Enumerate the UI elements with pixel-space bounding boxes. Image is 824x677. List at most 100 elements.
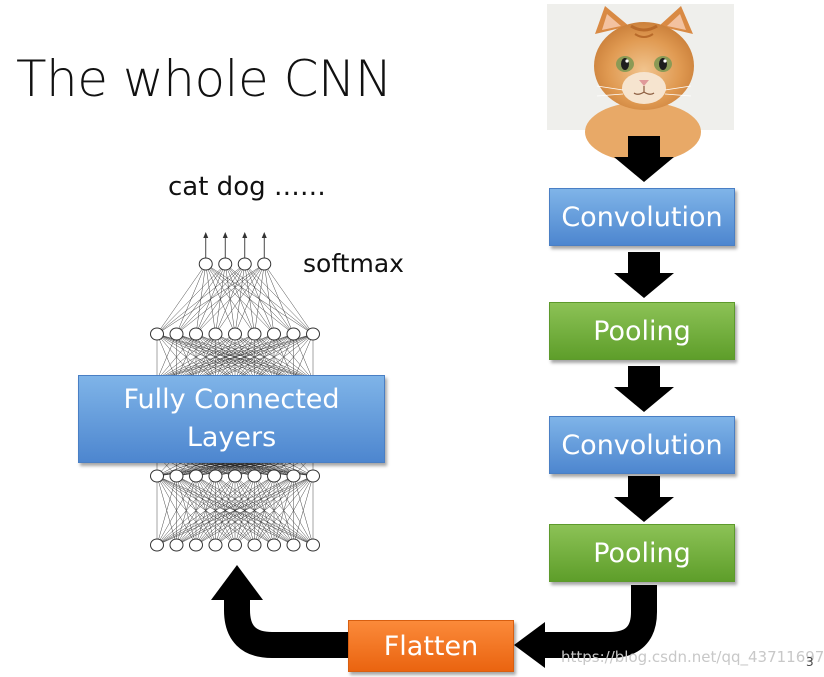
neuron (286, 327, 301, 341)
cat-illustration (547, 4, 734, 162)
neuron (189, 538, 203, 552)
connection (156, 475, 216, 546)
softmax-label: softmax (303, 249, 404, 278)
connection (156, 333, 314, 381)
neuron (228, 327, 242, 341)
connection (156, 263, 226, 335)
neuron (228, 469, 242, 483)
connection (264, 263, 294, 335)
connection (234, 475, 314, 546)
connection (293, 333, 314, 381)
neuron (247, 327, 262, 341)
neuron (189, 469, 203, 483)
connection (195, 333, 314, 381)
neuron (189, 327, 203, 341)
fc-line-1: Fully Connected (123, 384, 340, 415)
connection (156, 263, 206, 335)
pooling-step-1: Pooling (549, 302, 735, 360)
neuron (237, 257, 252, 271)
neural-network (150, 232, 320, 552)
flatten-step: Flatten (348, 620, 514, 672)
connection (156, 263, 245, 335)
arrow-down-icon (614, 252, 674, 298)
neuron (150, 327, 164, 341)
connection (156, 333, 197, 381)
connection (156, 475, 294, 546)
neuron (247, 538, 262, 552)
connection (264, 263, 275, 335)
neuron (267, 538, 281, 552)
connection (156, 333, 255, 381)
connection (156, 263, 265, 335)
neuron (208, 469, 223, 483)
neuron (198, 257, 213, 271)
connection (215, 333, 314, 381)
curve-arrow-to-network (224, 600, 348, 658)
neuron (208, 327, 223, 341)
connection (156, 333, 177, 381)
neuron (208, 538, 223, 552)
neuron (228, 538, 242, 552)
neuron (169, 327, 184, 341)
down-arrows (614, 136, 674, 522)
neuron (306, 469, 320, 483)
connection (156, 475, 275, 546)
connection (156, 475, 314, 546)
connection (195, 475, 314, 546)
neuron (257, 257, 272, 271)
neuron (267, 469, 281, 483)
arrow-left-icon (514, 622, 545, 668)
output-arrow-icon (261, 232, 267, 238)
connection (176, 475, 314, 546)
connection (176, 263, 265, 335)
arrow-down-icon (614, 366, 674, 412)
neuron (150, 469, 164, 483)
arrow-down-icon (614, 136, 674, 182)
connection (195, 263, 265, 335)
page-number: 3 (806, 655, 814, 669)
neuron (218, 257, 233, 271)
pooling-step-2: Pooling (549, 524, 735, 582)
neuron (306, 538, 320, 552)
connection (156, 475, 177, 546)
connection (156, 475, 255, 546)
watermark: https://blog.csdn.net/qq_43711697 (561, 648, 824, 666)
connection (156, 333, 216, 381)
connection (156, 475, 197, 546)
convolution-step-2: Convolution (549, 416, 735, 474)
connection (156, 333, 294, 381)
connection (254, 475, 314, 546)
connection (254, 263, 265, 335)
curve-arrow-to-flatten (540, 585, 657, 658)
fully-connected-layers-box: Fully Connected Layers (78, 375, 385, 463)
neuron (286, 469, 301, 483)
cat-image (547, 4, 734, 162)
connection (156, 475, 236, 546)
arrow-down-icon (614, 476, 674, 522)
output-arrow-icon (222, 232, 228, 238)
output-arrow-icon (203, 232, 209, 238)
connection (215, 475, 314, 546)
connection (254, 333, 314, 381)
connection (273, 475, 314, 546)
connection (156, 333, 236, 381)
neuron (306, 327, 320, 341)
connection (215, 263, 265, 335)
connection (264, 263, 314, 335)
connection (293, 475, 314, 546)
output-arrow-icon (242, 232, 248, 238)
page-title: The whole CNN (16, 50, 392, 108)
connection (234, 263, 265, 335)
fc-line-2: Layers (186, 422, 277, 453)
neuron (169, 469, 184, 483)
neuron (267, 327, 281, 341)
arrow-up-icon (211, 565, 263, 600)
neuron (247, 469, 262, 483)
connection (273, 333, 314, 381)
neuron (169, 538, 184, 552)
neuron (150, 538, 164, 552)
neuron (286, 538, 301, 552)
connection (176, 333, 314, 381)
output-labels: cat dog …… (168, 172, 326, 202)
